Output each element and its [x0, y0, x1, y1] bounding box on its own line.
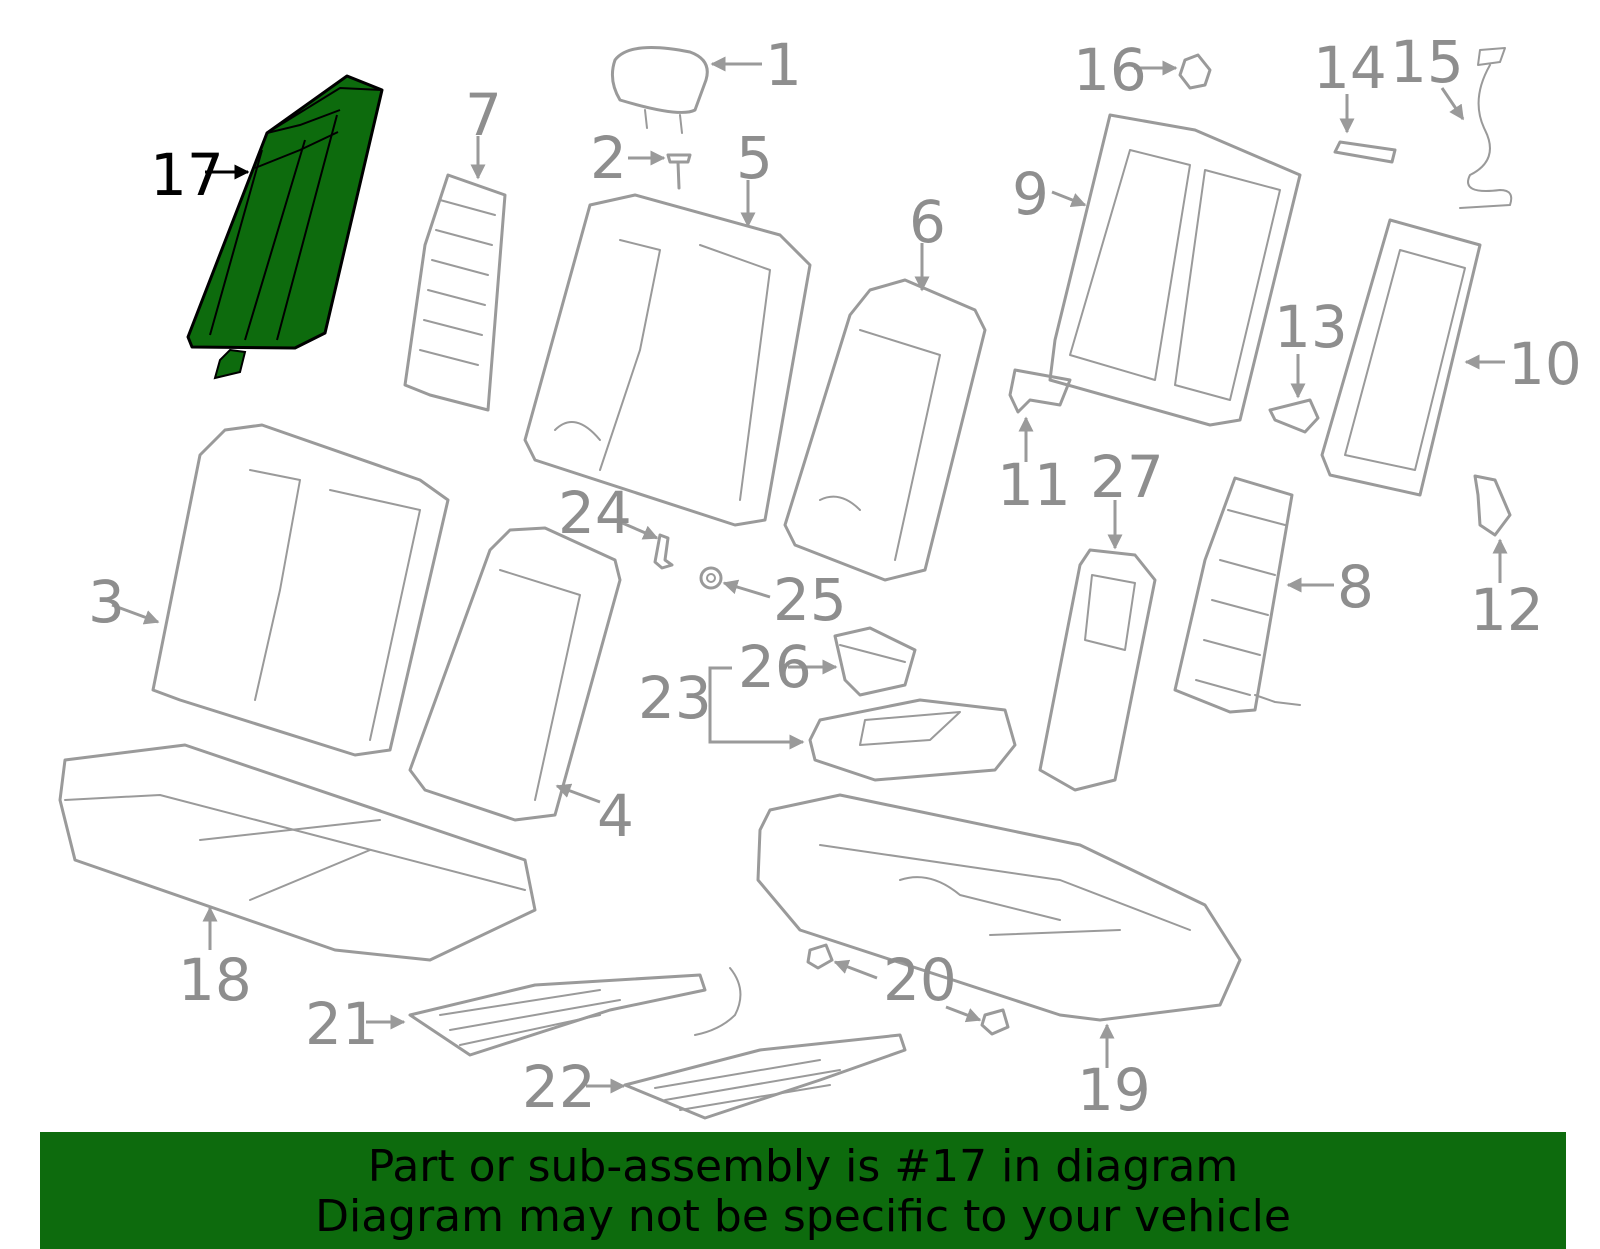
part-6-seatback	[783, 278, 987, 582]
callout-14: 14	[1313, 34, 1387, 102]
callout-19: 19	[1077, 1056, 1151, 1124]
part-23-armrest	[808, 698, 1017, 782]
part-20-clips	[806, 943, 1010, 1036]
callout-22: 22	[522, 1053, 596, 1121]
callout-4: 4	[597, 782, 634, 850]
part-5-seatback	[523, 193, 812, 527]
part-22-heater	[623, 1033, 907, 1120]
part-9-frame	[1048, 113, 1302, 427]
part-21-heater	[408, 967, 742, 1057]
part-24-clip	[653, 533, 674, 570]
part-3-seatback	[151, 423, 450, 757]
callout-16: 16	[1073, 36, 1147, 104]
callout-8: 8	[1337, 553, 1374, 621]
part-25-grommet	[699, 566, 723, 590]
part-15-cable	[1459, 47, 1513, 209]
callout-1: 1	[765, 31, 802, 99]
callout-12: 12	[1470, 576, 1544, 644]
callout-3: 3	[88, 568, 125, 636]
callout-25: 25	[773, 566, 847, 634]
callout-26: 26	[738, 633, 812, 701]
part-16	[1178, 53, 1212, 90]
part-26-cupholder	[833, 626, 917, 697]
callout-27: 27	[1090, 443, 1164, 511]
part-8-pad	[1173, 476, 1301, 714]
callout-6: 6	[909, 188, 946, 256]
callout-20: 20	[883, 946, 957, 1014]
part-17-highlighted[interactable]	[186, 74, 384, 380]
banner-line-2: Diagram may not be specific to your vehi…	[315, 1191, 1291, 1242]
callout-23: 23	[638, 664, 712, 732]
callout-15: 15	[1390, 28, 1464, 96]
part-27-trim	[1038, 548, 1157, 792]
callout-17: 17	[150, 141, 224, 209]
part-7-pad	[403, 173, 507, 412]
banner-line-1: Part or sub-assembly is #17 in diagram	[367, 1141, 1239, 1192]
part-12-latch	[1473, 474, 1512, 537]
part-11-bracket	[1008, 368, 1072, 414]
part-2-bolt	[666, 153, 692, 190]
callout-24: 24	[558, 479, 632, 547]
callout-5: 5	[736, 124, 773, 192]
callout-10: 10	[1508, 330, 1582, 398]
part-13-bracket	[1268, 398, 1320, 434]
part-4-seatback	[408, 526, 622, 822]
callout-7: 7	[465, 81, 502, 149]
callout-21: 21	[305, 990, 379, 1058]
part-19-cushion	[756, 793, 1242, 1022]
callout-11: 11	[997, 451, 1071, 519]
callout-2: 2	[590, 124, 627, 192]
part-14-bracket	[1333, 140, 1397, 164]
callout-13: 13	[1274, 293, 1348, 361]
part-10-frame	[1320, 218, 1482, 497]
part-1-headrest	[610, 46, 709, 134]
callout-9: 9	[1012, 160, 1049, 228]
info-banner: Part or sub-assembly is #17 in diagram D…	[40, 1132, 1566, 1249]
callout-18: 18	[178, 946, 252, 1014]
part-18-cushion	[58, 743, 537, 962]
